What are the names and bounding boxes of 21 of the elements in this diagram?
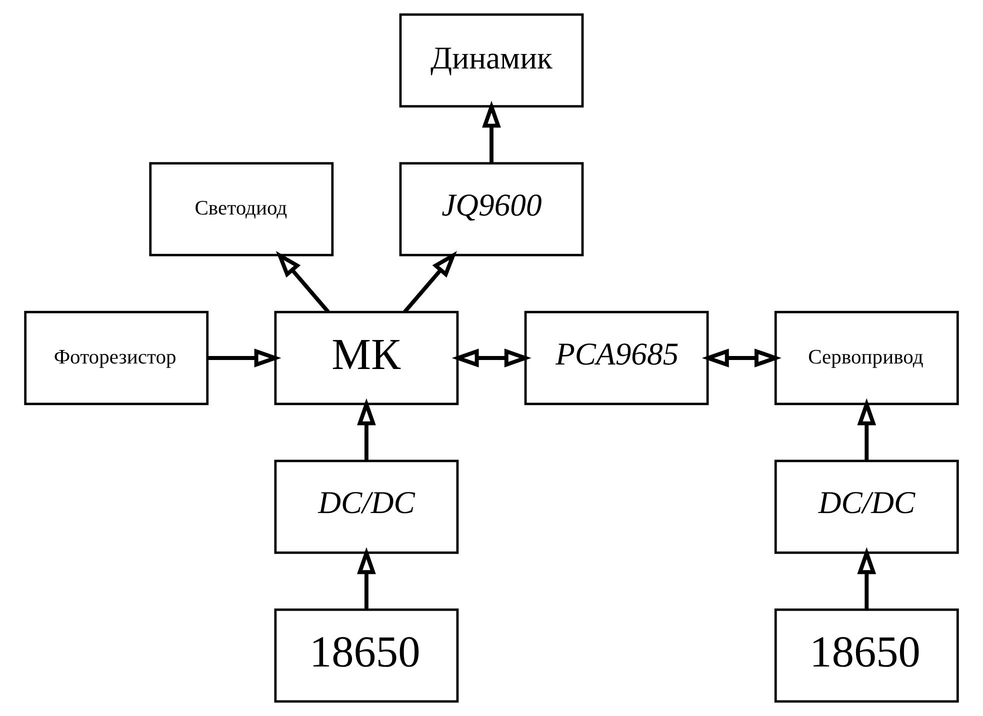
node-box: DC/DC — [274, 460, 459, 554]
arrow — [702, 348, 782, 368]
node-box: Сервопривод — [774, 310, 959, 406]
node-box: 18650 — [274, 608, 459, 703]
node-box: 18650 — [774, 608, 959, 703]
arrow — [857, 547, 876, 610]
arrow — [357, 547, 376, 610]
node-box: PCA9685 — [524, 310, 709, 406]
arrow — [403, 250, 457, 314]
node-box: МК — [274, 310, 459, 406]
node-box: JQ9600 — [399, 162, 584, 256]
node-box: Фоторезистор — [24, 310, 209, 406]
arrow — [482, 100, 501, 164]
arrow — [857, 398, 876, 461]
arrow — [208, 348, 282, 368]
node-box: Динамик — [399, 13, 584, 108]
arrow — [276, 250, 330, 314]
node-box: DC/DC — [774, 460, 959, 554]
arrow — [452, 348, 532, 368]
node-box: Светодиод — [149, 162, 334, 256]
arrow — [357, 398, 376, 461]
